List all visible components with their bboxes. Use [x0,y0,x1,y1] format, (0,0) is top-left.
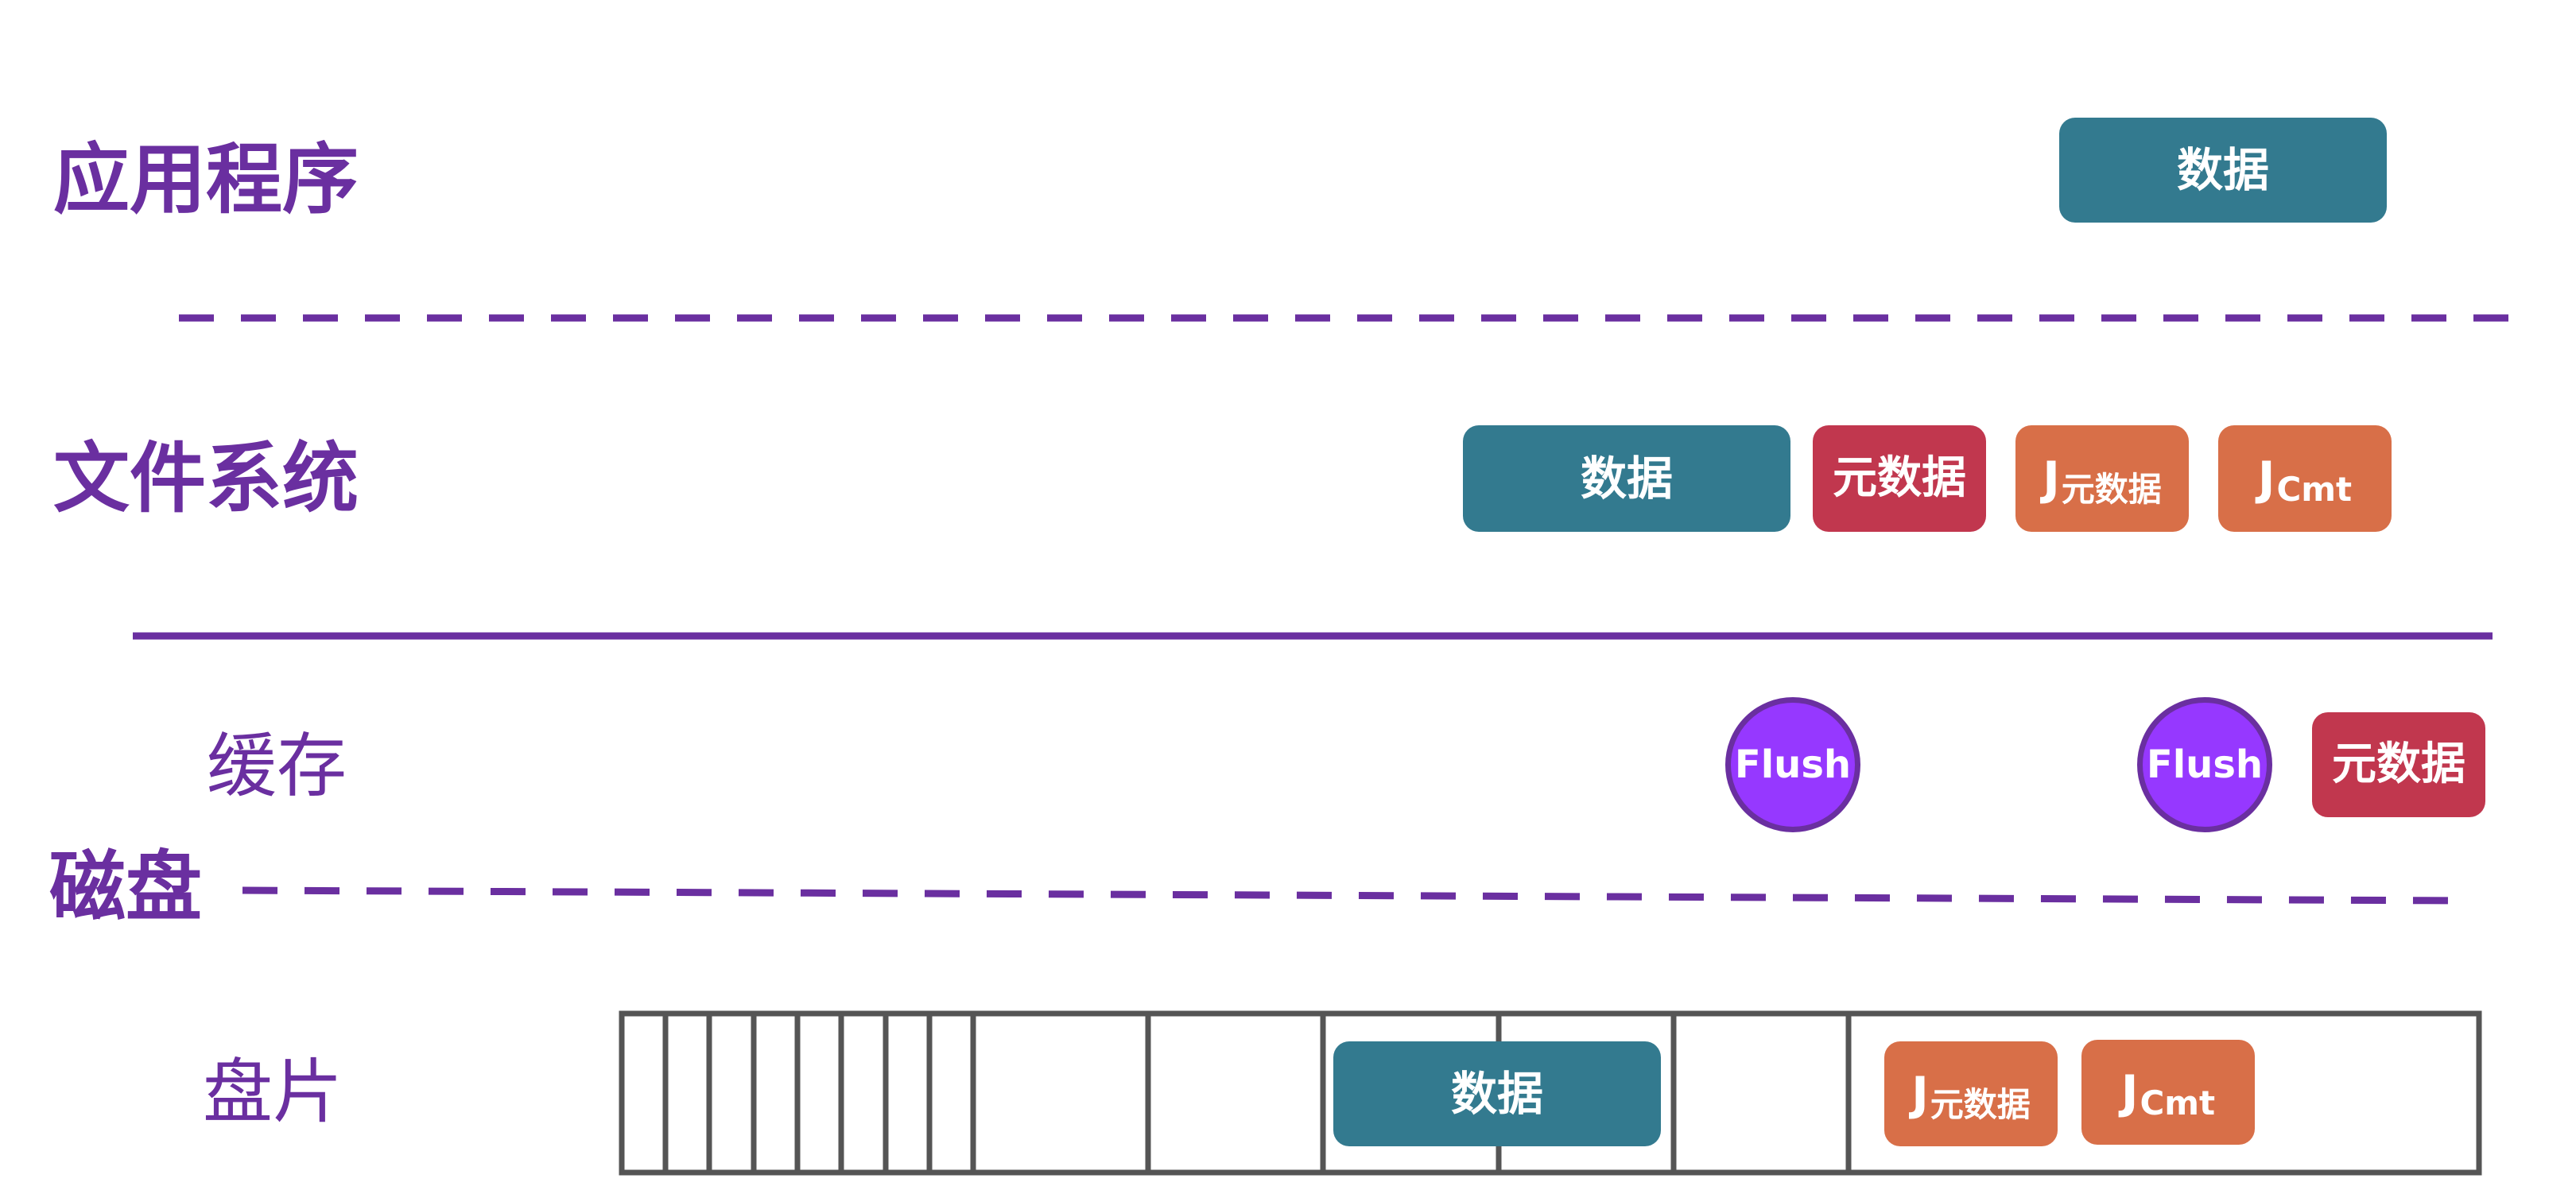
fs-data-label: 数据 [1580,452,1673,506]
platter-journal-commit-main: J [2120,1065,2139,1119]
flush-1-label: Flush [1734,742,1852,787]
platter-outline [619,1010,2482,1176]
fs-journal-metadata-sub: 元数据 [2061,470,2162,509]
app-data-label: 数据 [2176,143,2269,197]
platter-journal-metadata-sub: 元数据 [1930,1085,2031,1124]
label-filesystem: 文件系统 [53,434,359,523]
fs-metadata-block: 元数据 [1813,425,1986,532]
fs-journal-metadata-main: J [2043,452,2060,506]
cache-metadata-block: 元数据 [2312,712,2485,817]
label-application: 应用程序 [53,135,359,224]
fs-journal-commit-main: J [2257,452,2275,506]
label-platter: 盘片 [203,1051,343,1133]
cache-metadata-label: 元数据 [2332,738,2465,790]
flush-circle-1: Flush [1725,697,1860,832]
flush-2-label: Flush [2146,742,2264,787]
platter-data-block: 数据 [1333,1041,1661,1146]
platter-data-label: 数据 [1450,1067,1543,1121]
fs-data-block: 数据 [1463,425,1790,532]
fs-journal-commit-sub: Cmt [2276,470,2353,509]
label-disk: 磁盘 [49,843,202,932]
flush-circle-2: Flush [2137,697,2272,832]
app-data-block: 数据 [2059,118,2387,223]
cache-disk-divider [242,886,2465,905]
platter-journal-metadata-main: J [1911,1067,1929,1121]
platter-journal-commit-sub: Cmt [2140,1084,2216,1122]
label-cache: 缓存 [207,725,347,807]
fs-metadata-label: 元数据 [1833,452,1966,504]
